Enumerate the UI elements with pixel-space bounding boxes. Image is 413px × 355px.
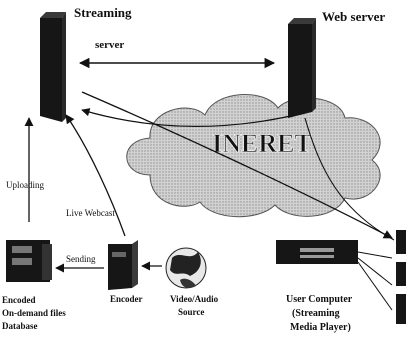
stream-to-user-arrow: [81, 91, 393, 239]
server-label: server: [95, 39, 124, 51]
encoder-icon: [108, 240, 138, 290]
user-computer-label-line3: Media Player): [290, 322, 351, 333]
video-audio-source-icon: [165, 247, 207, 289]
database-label-line2: On-demand files: [2, 308, 66, 318]
sending-label: Sending: [66, 254, 96, 264]
webserver-to-user-line: [304, 117, 395, 241]
live-webcast-arrow: [65, 114, 126, 237]
internet-label: INERET: [212, 129, 312, 158]
database-icon: [6, 240, 52, 282]
user-computer-icon: [276, 240, 393, 311]
web-server: [288, 18, 316, 118]
live-webcast-label: Live Webcast: [66, 208, 115, 218]
database-label-line3: Database: [2, 321, 38, 331]
internet-cloud: [126, 93, 381, 218]
source-label-line2: Source: [178, 307, 204, 317]
streaming-label: Streaming: [74, 5, 132, 20]
uploading-label: Uploading: [6, 180, 44, 190]
client-towers: [396, 230, 406, 324]
user-computer-label-line1: User Computer: [286, 294, 353, 305]
source-label-line1: Video/Audio: [170, 294, 219, 304]
encoder-label: Encoder: [110, 294, 143, 304]
user-computer-label-line2: (Streaming: [292, 308, 340, 319]
database-label-line1: Encoded: [2, 295, 36, 305]
web-server-label: Web server: [322, 9, 385, 24]
streaming-server: [40, 12, 66, 122]
webserver-request-arrow: [81, 108, 296, 128]
